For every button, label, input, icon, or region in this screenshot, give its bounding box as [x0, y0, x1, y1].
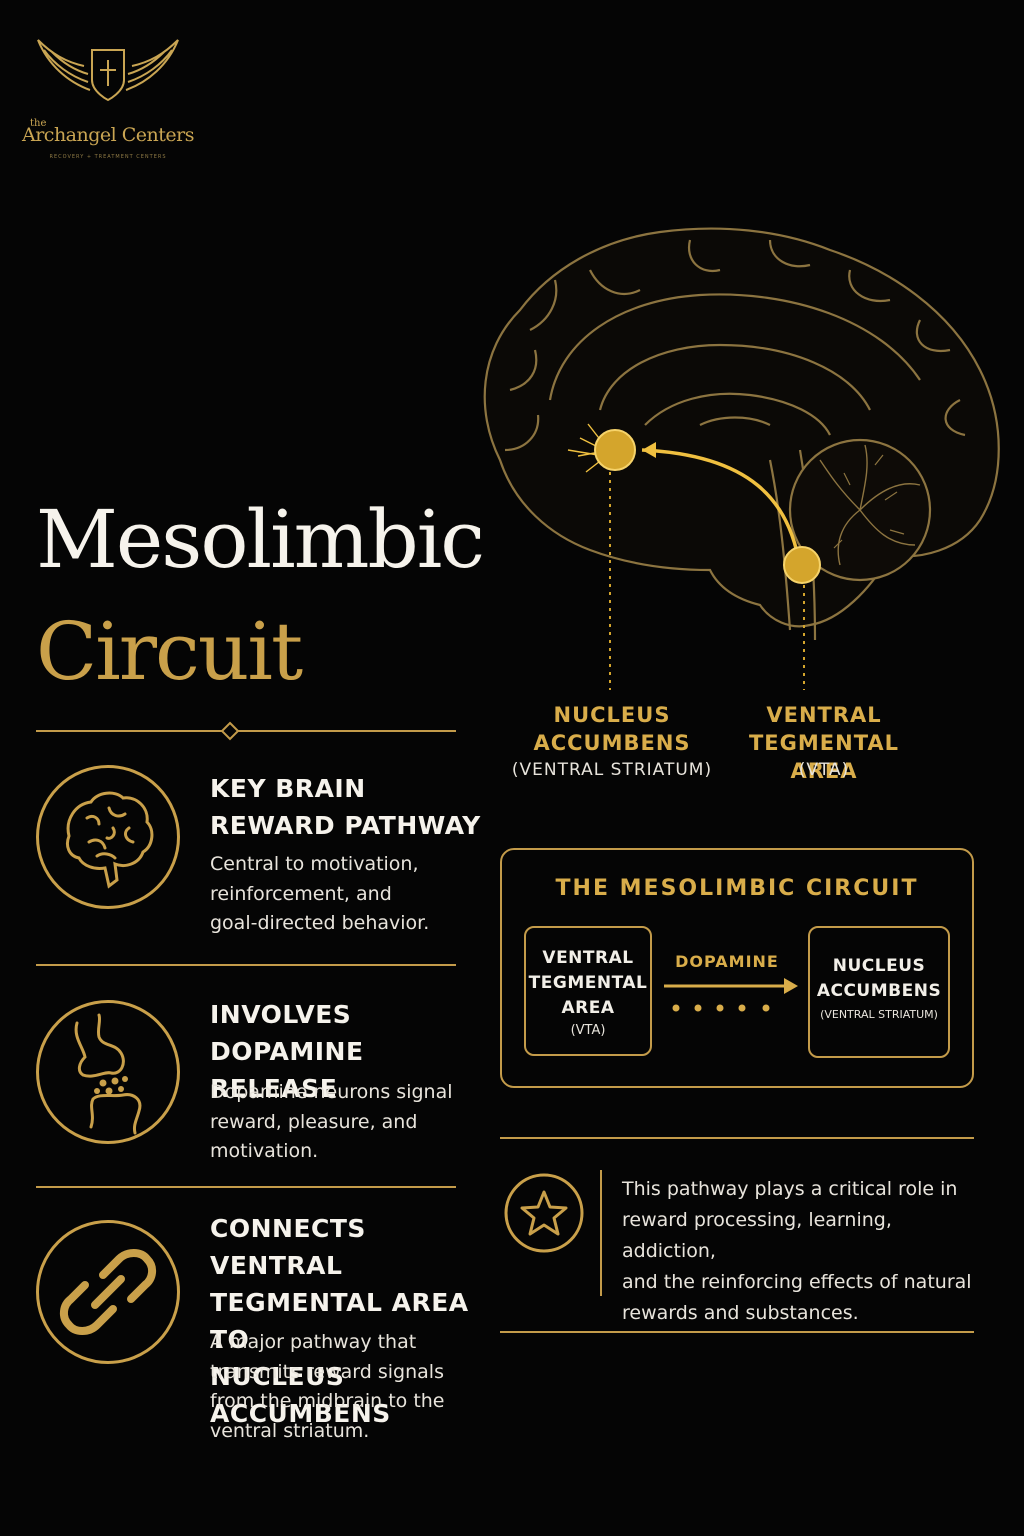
logo-name: Archangel Centers: [22, 124, 195, 146]
note-vertical-divider: [600, 1170, 602, 1296]
feature-1-icon-circle: [36, 765, 180, 909]
page-title-line1: Mesolimbic: [36, 493, 485, 586]
vta-dot: [783, 546, 821, 584]
feature-divider-1: [36, 964, 456, 966]
feature-3-icon-circle: [36, 1220, 180, 1364]
title-divider: [36, 730, 456, 732]
note-top-divider: [500, 1137, 974, 1139]
brain-sagittal-illustration: [483, 227, 1000, 690]
vta-label: VENTRAL TEGMENTAL AREA: [748, 703, 900, 783]
nacc-label: NUCLEUS ACCUMBENS: [533, 703, 691, 755]
chain-link-icon: [60, 1249, 156, 1335]
feature-2-desc: Dopamine neurons signal reward, pleasure…: [210, 1081, 453, 1162]
feature-3-desc: A major pathway that transmits reward si…: [210, 1331, 445, 1442]
feature-2-title: INVOLVES DOPAMINE RELEASE: [210, 1000, 364, 1103]
star-icon: [504, 1173, 584, 1253]
feature-divider-2: [36, 1186, 456, 1188]
page-title-line2: Circuit: [36, 605, 303, 698]
logo-tagline: RECOVERY + TREATMENT CENTERS: [49, 154, 167, 160]
winged-shield-icon: [37, 39, 179, 102]
circuit-target-node: NUCLEUS ACCUMBENS (VENTRAL STRIATUM): [808, 926, 950, 1058]
circuit-panel: [500, 848, 974, 1088]
brain-icon: [65, 791, 154, 889]
circuit-source-node: VENTRAL TEGMENTAL AREA (VTA): [524, 926, 652, 1056]
logo-the: the: [30, 118, 47, 129]
note-bottom-divider: [500, 1331, 974, 1333]
note-text: This pathway plays a critical role in re…: [622, 1178, 972, 1324]
dopamine-arrow-icon: [664, 978, 798, 1012]
feature-1-desc: Central to motivation, reinforcement, an…: [210, 853, 430, 934]
nucleus-accumbens-dot: [594, 429, 636, 471]
synapse-icon: [74, 1013, 142, 1135]
feature-1-title: KEY BRAIN REWARD PATHWAY: [210, 774, 481, 840]
dopamine-arrow-label: DOPAMINE: [675, 952, 779, 971]
diamond-ornament-icon: [220, 721, 240, 741]
vta-sublabel: (VTA): [798, 760, 850, 780]
brand-logo: the Archangel Centers RECOVERY + TREATME…: [18, 20, 198, 160]
nacc-sublabel: (VENTRAL STRIATUM): [511, 760, 713, 780]
feature-3-title: CONNECTS VENTRAL TEGMENTAL AREA TO NUCLE…: [210, 1214, 469, 1428]
circuit-title: THE MESOLIMBIC CIRCUIT: [555, 876, 919, 901]
feature-2-icon-circle: [36, 1000, 180, 1144]
